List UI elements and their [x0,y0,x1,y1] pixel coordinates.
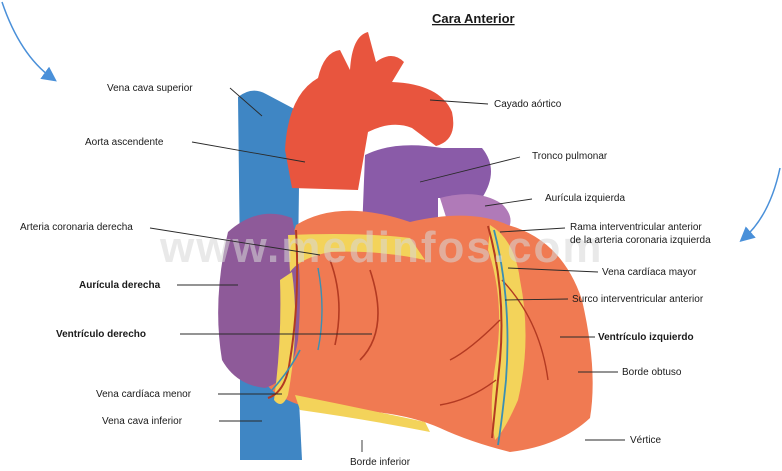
left-pointer-arrow [2,2,52,78]
label-aorta-ascendente: Aorta ascendente [85,137,164,148]
label-vena-cava-superior: Vena cava superior [107,83,193,94]
label-ventriculo-derecho: Ventrículo derecho [56,329,146,340]
label-ventriculo-izquierdo: Ventrículo izquierdo [598,332,694,343]
label-auricula-derecha: Aurícula derecha [79,280,161,291]
label-arteria-coronaria-derecha: Arteria coronaria derecha [20,222,133,233]
label-auricula-izquierda: Aurícula izquierda [545,193,625,204]
watermark: www.medinfos.com [159,223,604,272]
page-title: Cara Anterior [432,11,515,26]
label-cayado-aortico: Cayado aórtico [494,99,562,110]
label-rama-interventricular-line2: de la arteria coronaria izquierda [570,235,711,246]
label-vena-cardiaca-menor: Vena cardíaca menor [96,389,192,400]
label-surco-interventricular: Surco interventricular anterior [572,294,704,305]
label-vena-cava-inferior: Vena cava inferior [102,416,183,427]
label-rama-interventricular-line1: Rama interventricular anterior [570,222,702,233]
label-borde-inferior: Borde inferior [350,457,411,468]
label-vertice: Vértice [630,435,662,446]
label-tronco-pulmonar: Tronco pulmonar [532,151,608,162]
label-vena-cardiaca-mayor: Vena cardíaca mayor [602,267,697,278]
right-pointer-arrow [744,168,780,238]
label-borde-obtuso: Borde obtuso [622,367,682,378]
